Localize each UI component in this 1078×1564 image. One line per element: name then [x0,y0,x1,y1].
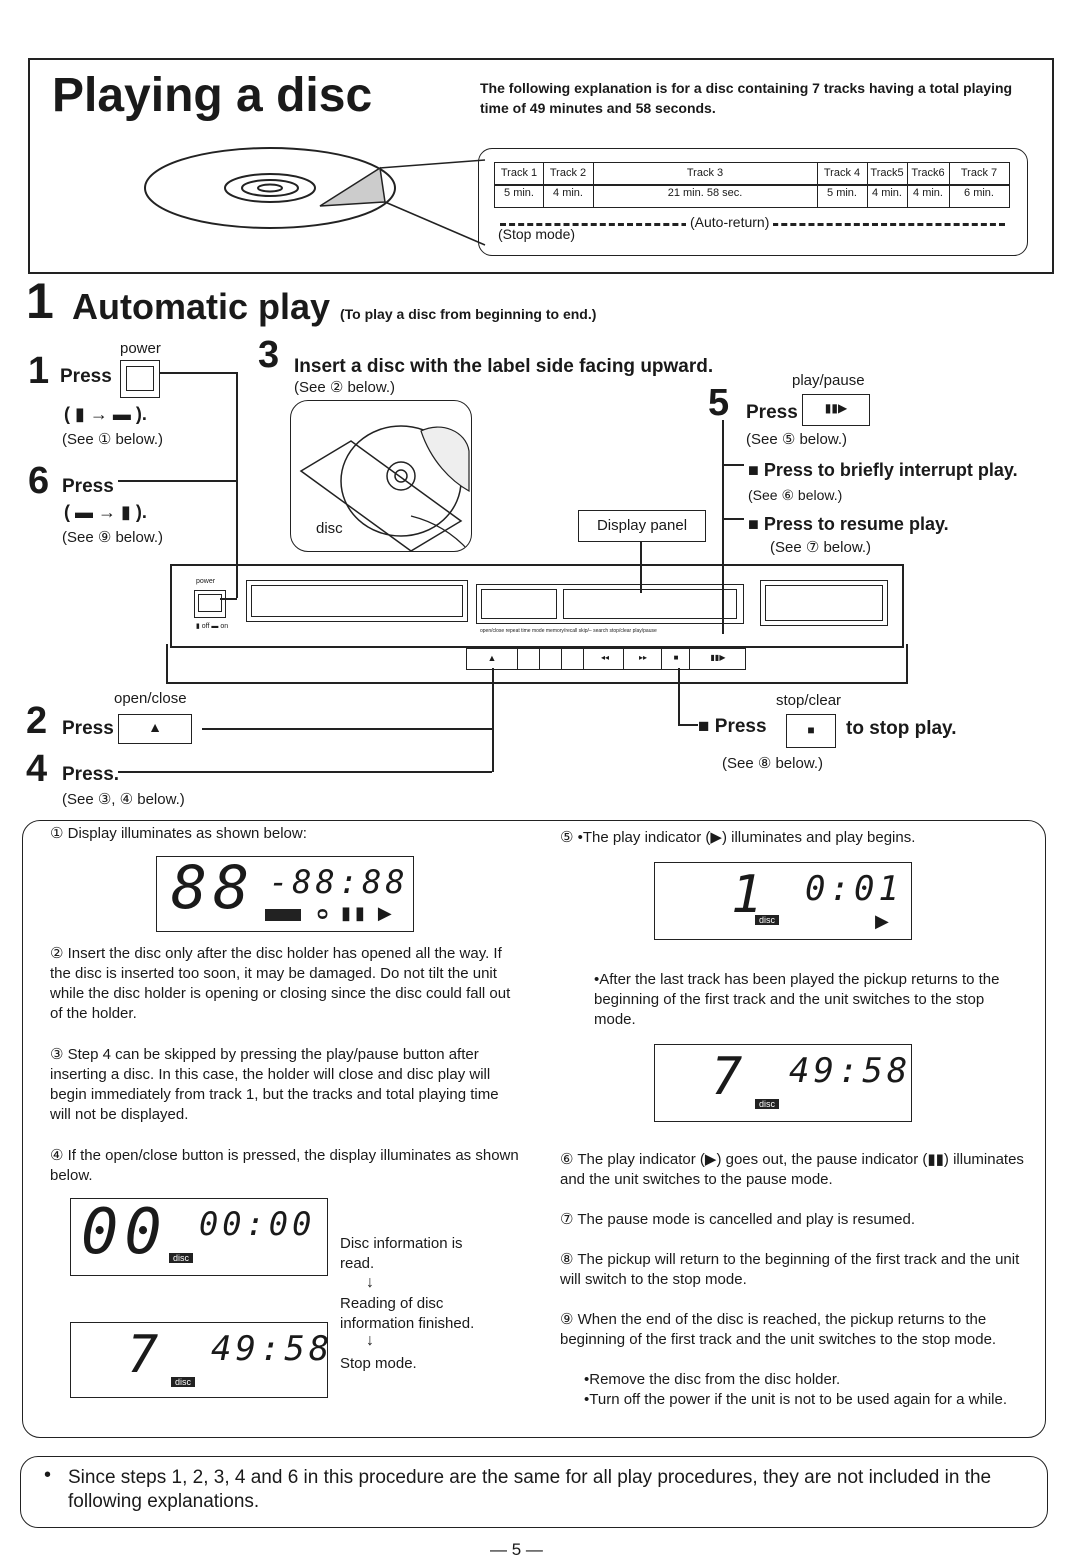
flow-step-1: Disc information is read. [340,1235,463,1272]
play-pause-label: play/pause [792,372,865,389]
note-2: ② Insert the disc only after the disc ho… [50,945,511,1022]
step3-text: Insert a disc with the label side facing… [294,356,714,377]
play-pause-key[interactable]: ▮▮▶ [802,394,870,426]
note-3: ③ Step 4 can be skipped by pressing the … [50,1046,499,1123]
track-map [478,148,1028,256]
section-number: 1 [26,273,54,329]
footer-bullet-icon: • [44,1464,52,1486]
display-playing: 1 0:01 disc ▶ [654,862,912,940]
flow-arrow-2: ↓ [366,1332,374,1349]
note-7: ⑦ The pause mode is cancelled and play i… [560,1211,916,1228]
power-switch[interactable] [194,590,226,618]
open-close-label: open/close [114,690,187,707]
step5-press: Press [746,402,798,423]
device-skip-fwd-button[interactable]: ▸▸ [625,649,662,669]
note-1: ① Display illuminates as shown below: [50,825,307,842]
page-title: Playing a disc [52,69,373,122]
device-button-row: ▲ ◂◂ ▸▸ ■ ▮▮▶ [466,648,746,670]
note-6: ⑥ The play indicator (▶) goes out, the p… [560,1151,1024,1188]
step5-number: 5 [708,382,730,424]
intro-text: The following explanation is for a disc … [480,80,1013,116]
disc-illustration [144,147,486,246]
step6-symbol: ( ▬ → ▮ ). [64,502,147,522]
step1-press: Press [60,366,112,387]
resume-text: ■ Press to resume play. [748,514,949,534]
step2-press: Press [62,718,114,739]
section-subtitle: (To play a disc from beginning to end.) [340,306,597,322]
stop-after-text: to stop play. [846,718,957,739]
device-open-close-button[interactable]: ▲ [467,649,518,669]
cd-player-body [170,564,904,648]
stop-mode-label: (Stop mode) [498,226,576,242]
open-close-key[interactable]: ▲ [118,714,192,744]
note-4: ④ If the open/close button is pressed, t… [50,1147,519,1184]
device-stop-button[interactable]: ■ [663,649,690,669]
interrupt-text: ■ Press to briefly interrupt play. (See … [748,460,1018,503]
footer-note: Since steps 1, 2, 3, 4 and 6 in this pro… [68,1467,992,1512]
step4-number: 4 [26,748,48,790]
flow-arrow-1: ↓ [366,1274,374,1291]
header-box [28,58,1054,274]
note-5: ⑤ •The play indicator (▶) illuminates an… [560,829,916,846]
cd-player-base [166,644,908,684]
step6-number: 6 [28,460,50,502]
step1-symbol: ( ▮ → ▬ ). [64,404,147,424]
note-9a: •Remove the disc from the disc holder. [584,1371,841,1388]
power-button-key[interactable] [120,360,160,398]
step4-see: (See ③, ④ below.) [62,791,185,808]
note-9b: •Turn off the power if the unit is not t… [584,1391,1008,1408]
display-window [476,584,744,624]
device-play-pause-button[interactable]: ▮▮▶ [710,653,726,662]
display-reading: 00 00:00 disc [70,1195,328,1276]
step1-number: 1 [28,350,50,392]
display-stop-mode: 7 49:58 disc [654,1044,912,1122]
notes-box [22,820,1046,1438]
device-button-labels: open/close repeat time mode memory/recal… [480,628,657,634]
step5-see: (See ⑤ below.) [746,431,847,448]
disc-tray [246,580,468,622]
device-skip-back-button[interactable]: ◂◂ [587,649,624,669]
note-8: ⑧ The pickup will return to the beginnin… [560,1251,1020,1288]
display-reading-finished: 7 49:58 disc [70,1322,329,1398]
display-panel-callout: Display panel [578,510,706,542]
footer-box [20,1456,1048,1528]
stop-clear-key[interactable]: ■ [786,714,836,748]
stop-clear-label: stop/clear [776,692,842,709]
page-number: — 5 — [490,1540,543,1559]
stop-see: (See ⑧ below.) [722,755,823,772]
flow-step-3: Stop mode. [340,1355,417,1372]
step1-see: (See ① below.) [62,431,163,448]
step3-number: 3 [258,334,280,376]
step6-press: Press [62,476,114,497]
step4-press: Press. [62,764,120,785]
auto-return-label: (Auto-return) [686,214,774,230]
section-title: Automatic play [72,286,331,327]
note-9: ⑨ When the end of the disc is reached, t… [560,1311,997,1348]
stop-press-row: ■ Press [698,716,767,737]
step2-number: 2 [26,700,48,742]
note-5b: •After the last track has been played th… [594,971,1000,1028]
step6-see: (See ⑨ below.) [62,529,163,546]
resume-see: (See ⑦ below.) [770,539,871,556]
device-right-panel [760,580,888,626]
display-all-segments: 88 -88:88 ᴑ ▮▮ ▶ [156,853,414,932]
flow-step-2: Reading of disc information finished. [340,1295,475,1332]
device-power-label: power [196,578,216,585]
power-label: power [120,340,161,357]
device-power-sub: ▮ off ▬ on [196,623,229,630]
step3-see: (See ② below.) [294,379,395,396]
disc-insert-illustration [290,400,472,552]
disc-label: disc [316,520,343,537]
